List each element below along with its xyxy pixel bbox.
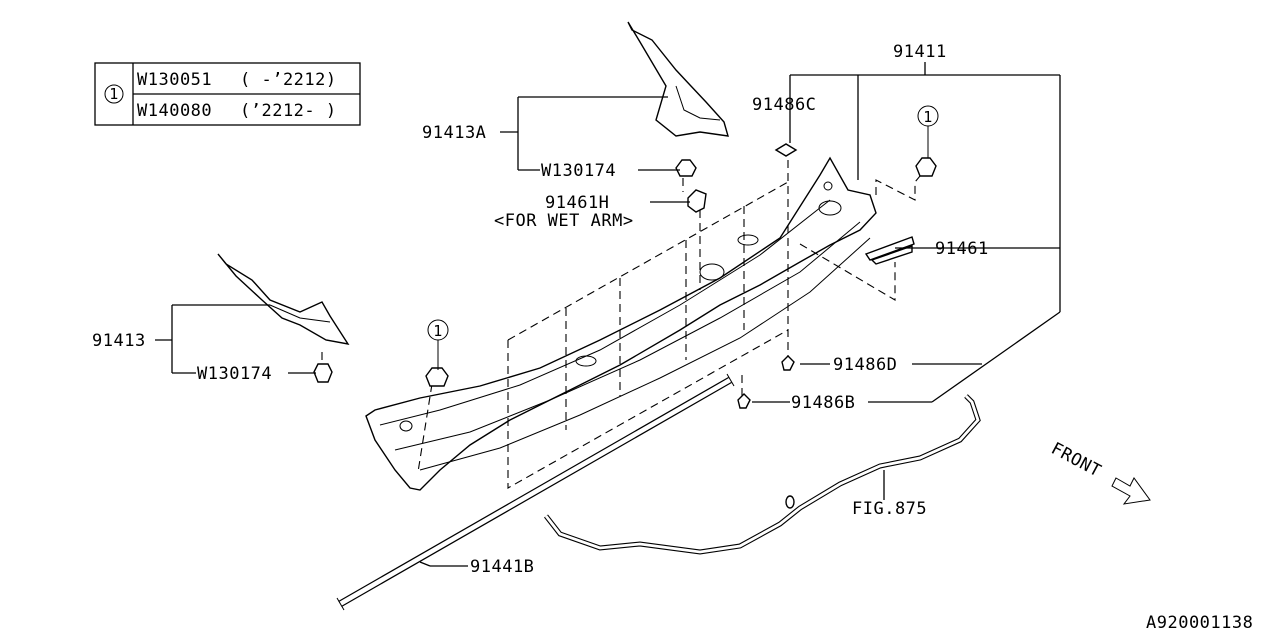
hose-91441B	[336, 373, 735, 611]
ref-marker-right: 1	[923, 108, 933, 126]
diagram-id: A920001138	[1146, 613, 1253, 633]
pad-91486C	[774, 143, 798, 157]
bracket-91461H	[687, 189, 707, 213]
legend-row-2-range: (’2212- )	[240, 101, 337, 121]
front-indicator: FRONT	[1048, 439, 1151, 505]
bracket-91461	[864, 236, 915, 265]
label-W130174-left: W130174	[197, 364, 272, 384]
label-91441B: 91441B	[470, 557, 534, 577]
label-91413A: 91413A	[422, 123, 486, 143]
ref-marker-left: 1	[433, 322, 443, 340]
leader-lines	[155, 62, 1061, 567]
label-91461H: 91461H	[545, 193, 609, 213]
legend-marker-text: 1	[109, 85, 119, 103]
label-91486C: 91486C	[752, 95, 816, 115]
washer-tube	[544, 394, 981, 555]
exploded-view-guides	[321, 160, 926, 489]
ref-markers: 1 1	[427, 105, 939, 370]
legend-row-1-part: W130051	[137, 70, 212, 90]
side-cover-91413A	[627, 21, 729, 137]
label-for-wet-arm: <FOR WET ARM>	[494, 211, 634, 231]
callout-labels: 91411 91486C 91413A W130174 91461H <FOR …	[92, 42, 989, 577]
side-cover-91413	[217, 253, 350, 345]
front-label: FRONT	[1048, 439, 1105, 482]
label-91411: 91411	[893, 42, 947, 62]
clip-fasteners	[313, 157, 937, 409]
legend-row-1-range: ( -’2212)	[240, 70, 337, 90]
legend-row-2-part: W140080	[137, 101, 212, 121]
label-91486D: 91486D	[833, 355, 897, 375]
label-W130174-top: W130174	[541, 161, 616, 181]
legend-table: 1 W130051 ( -’2212) W140080 (’2212- )	[94, 62, 361, 126]
label-fig875: FIG.875	[852, 499, 927, 519]
cowl-panel-part	[365, 156, 877, 491]
legend-ref-marker	[104, 84, 124, 104]
front-arrow-icon	[1111, 477, 1151, 505]
label-91413: 91413	[92, 331, 146, 351]
label-91461: 91461	[935, 239, 989, 259]
label-91486B: 91486B	[791, 393, 855, 413]
